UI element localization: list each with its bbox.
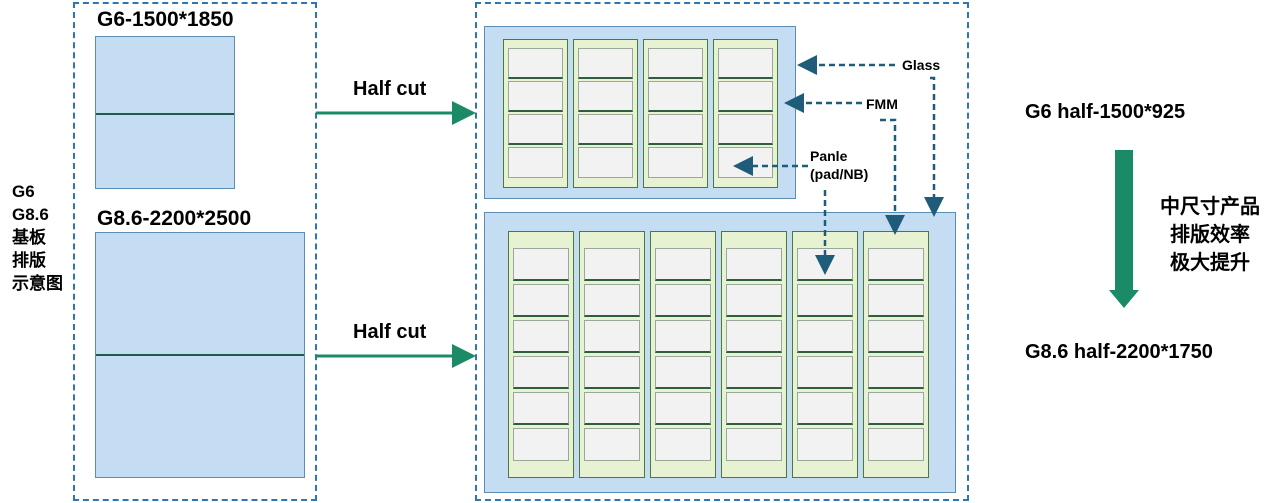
full-substrate-group: [73, 2, 317, 501]
half-cut-label-bottom: Half cut: [353, 321, 427, 343]
panel: [726, 248, 782, 281]
panel: [584, 248, 640, 281]
g86-fmm-column: [650, 231, 716, 478]
g86-half-label: G8.6 half-2200*1750: [1025, 341, 1213, 363]
g86-full-label: G8.6-2200*2500: [97, 207, 252, 230]
panel: [655, 392, 711, 425]
panel: [513, 248, 569, 281]
panel: [578, 81, 633, 112]
efficiency-note-line3: 极大提升: [1170, 252, 1250, 274]
efficiency-note-line1: 中尺寸产品: [1160, 196, 1260, 218]
g6-fmm-column: [573, 39, 638, 188]
g6-fmm-column: [643, 39, 708, 188]
g6-full-label: G6-1500*1850: [97, 8, 234, 31]
panel: [797, 356, 853, 389]
panel: [584, 392, 640, 425]
g6-half-substrate: [484, 26, 796, 199]
g86-half-substrate: [484, 212, 956, 493]
panel: [726, 428, 782, 461]
panel: [508, 81, 563, 112]
g86-fmm-column: [863, 231, 929, 478]
panel-callout-line1: Panle: [810, 148, 848, 164]
panel: [797, 284, 853, 317]
g6-half-cut-line: [96, 113, 234, 115]
side-title-line-substrate: 基板: [12, 228, 46, 247]
panel: [868, 284, 924, 317]
g86-half-cut-line: [96, 354, 304, 356]
panel: [726, 356, 782, 389]
panel-callout-line2: (pad/NB): [810, 166, 869, 182]
panel-callout-arrows: [733, 156, 835, 275]
panel: [578, 147, 633, 178]
glass-callout-label: Glass: [902, 57, 941, 73]
side-title: G6 G8.6 基板 排版 示意图: [12, 180, 72, 295]
side-title-line-g6: G6: [12, 182, 35, 201]
g6-half-label: G6 half-1500*925: [1025, 101, 1186, 123]
fmm-callout-arrows: [784, 93, 905, 235]
panel: [868, 320, 924, 353]
panel: [868, 392, 924, 425]
panel: [726, 392, 782, 425]
panel: [797, 428, 853, 461]
panel: [868, 248, 924, 281]
panel: [578, 114, 633, 145]
side-title-line-layout: 排版: [12, 251, 46, 270]
panel: [648, 147, 703, 178]
big-down-arrow: [1109, 150, 1139, 308]
panel: [513, 428, 569, 461]
g86-fmm-column: [579, 231, 645, 478]
glass-callout-arrows: [797, 55, 944, 217]
panel-callout-label: Panle (pad/NB): [810, 147, 868, 183]
panel: [726, 284, 782, 317]
panel: [513, 356, 569, 389]
panel: [648, 48, 703, 79]
g86-fmm-column: [792, 231, 858, 478]
panel: [797, 320, 853, 353]
panel: [584, 356, 640, 389]
panel: [726, 320, 782, 353]
panel: [655, 356, 711, 389]
half-substrate-group: [475, 2, 969, 501]
panel: [655, 320, 711, 353]
g86-fmm-column: [508, 231, 574, 478]
g6-fmm-column: [503, 39, 568, 188]
panel: [797, 392, 853, 425]
panel: [513, 320, 569, 353]
panel: [718, 48, 773, 79]
efficiency-note-line2: 排版效率: [1170, 224, 1250, 246]
panel: [648, 114, 703, 145]
panel: [584, 284, 640, 317]
panel: [584, 320, 640, 353]
panel: [648, 81, 703, 112]
side-title-line-schematic: 示意图: [12, 274, 63, 293]
panel: [578, 48, 633, 79]
panel: [868, 428, 924, 461]
fmm-callout-label: FMM: [866, 96, 898, 112]
g6-full-substrate: [95, 36, 235, 189]
panel: [655, 248, 711, 281]
side-title-line-g86: G8.6: [12, 205, 49, 224]
panel: [655, 428, 711, 461]
g86-fmm-column: [721, 231, 787, 478]
panel: [513, 392, 569, 425]
g86-full-substrate: [95, 232, 305, 478]
half-cut-label-top: Half cut: [353, 78, 427, 100]
panel: [513, 284, 569, 317]
panel: [508, 147, 563, 178]
panel: [508, 48, 563, 79]
panel: [584, 428, 640, 461]
panel: [868, 356, 924, 389]
panel: [508, 114, 563, 145]
efficiency-note: 中尺寸产品 排版效率 极大提升: [1150, 193, 1270, 277]
panel: [718, 81, 773, 112]
panel: [718, 114, 773, 145]
panel: [655, 284, 711, 317]
